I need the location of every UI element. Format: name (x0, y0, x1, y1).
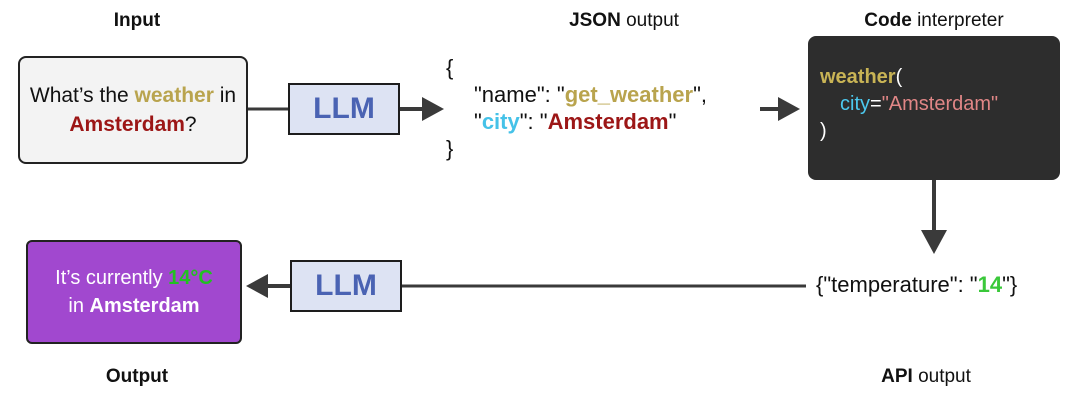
code-line-2: city="Amsterdam" (840, 93, 999, 115)
api-output-text: {"temperature": "14"} (816, 272, 1018, 297)
json-close-brace: } (446, 136, 454, 161)
output-text: It’s currently 14°C in Amsterdam (55, 267, 213, 317)
json-city-line: "city": "Amsterdam" (474, 109, 677, 134)
arrow-head-llm-output (246, 274, 268, 298)
output-heading: Output (105, 366, 169, 387)
code-interpreter-box: weather( city="Amsterdam" ) (808, 36, 1060, 180)
llm-box-top: LLM (288, 83, 400, 135)
code-interpreter-heading: Code interpreter (864, 10, 1004, 31)
code-line-1: weather( (820, 66, 903, 88)
arrow-head-llm-json (422, 97, 444, 121)
json-open-brace: { (446, 55, 454, 80)
input-text: What’s the weather in Amsterdam? (29, 84, 237, 136)
arrow-head-json-code (778, 97, 800, 121)
llm-box-bottom: LLM (290, 260, 402, 312)
arrow-head-code-api (921, 230, 947, 254)
api-output-heading: API output (881, 366, 971, 387)
json-output-heading: JSON output (569, 10, 679, 31)
llm-label-bottom: LLM (315, 269, 377, 302)
input-heading: Input (113, 10, 161, 31)
input-box: What’s the weather in Amsterdam? (18, 56, 248, 164)
json-name-line: "name": "get_weather", (474, 82, 708, 107)
output-box: It’s currently 14°C in Amsterdam (26, 240, 242, 344)
json-output-block: { "name": "get_weather", "city": "Amster… (446, 54, 707, 162)
llm-label-top: LLM (313, 92, 375, 125)
code-line-3: ) (820, 120, 827, 142)
